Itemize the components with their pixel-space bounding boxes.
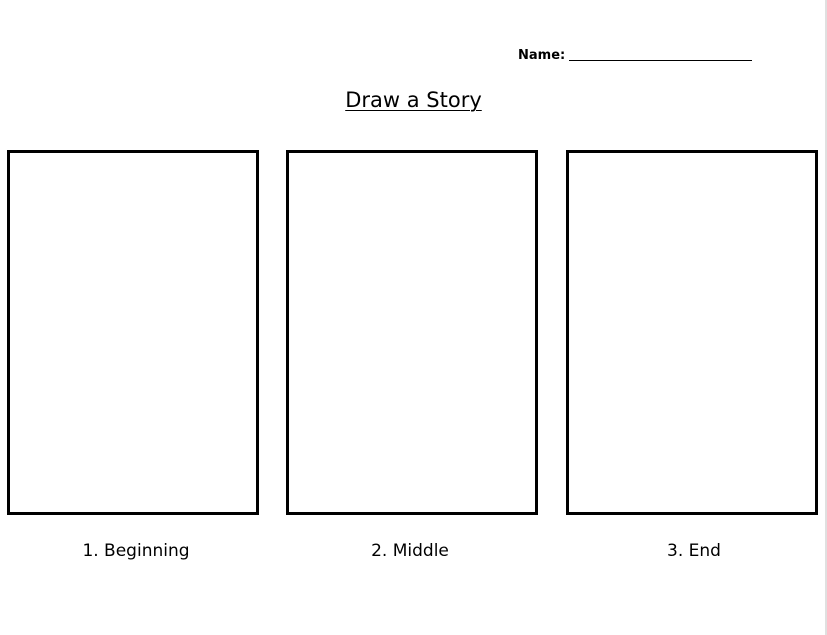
worksheet-title: Draw a Story [345, 88, 482, 112]
name-label: Name: [518, 48, 566, 63]
drawing-box-middle [286, 150, 538, 515]
page-edge [825, 0, 827, 635]
name-field: Name: [518, 44, 753, 64]
caption-end: 3. End [667, 541, 721, 561]
worksheet-title-container: Draw a Story [0, 86, 827, 114]
drawing-box-beginning [7, 150, 259, 515]
caption-middle: 2. Middle [371, 541, 449, 561]
name-blank-line [569, 60, 753, 61]
drawing-box-end [566, 150, 818, 515]
caption-beginning: 1. Beginning [82, 541, 190, 561]
